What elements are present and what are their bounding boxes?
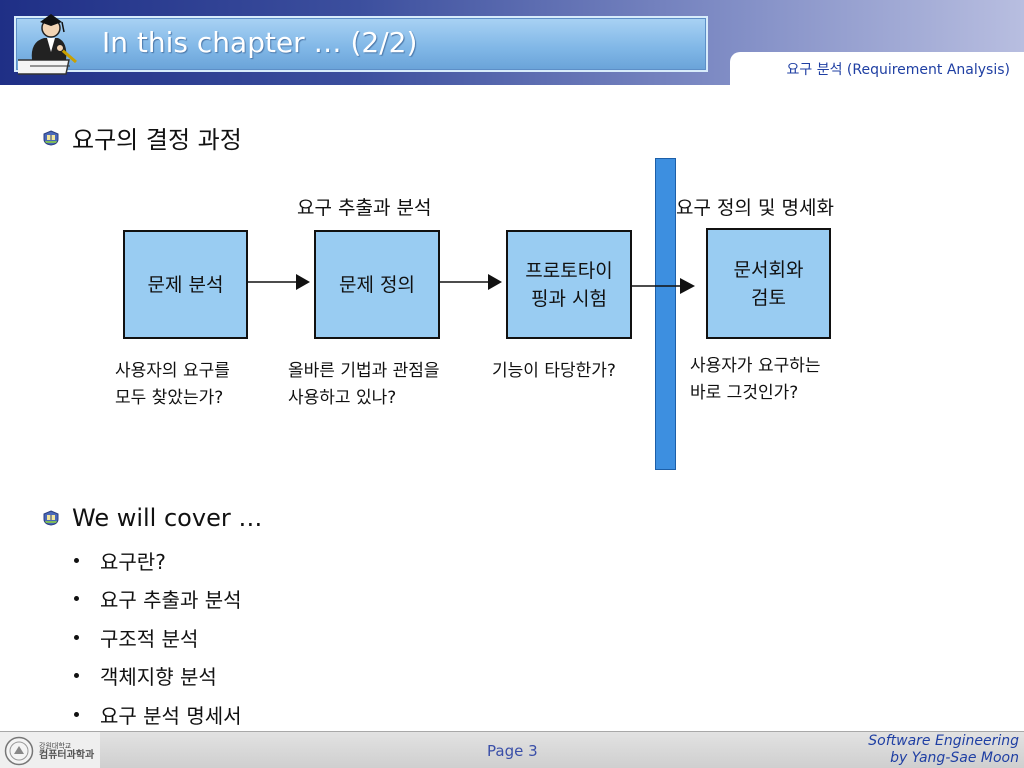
arrow-1 [248, 274, 310, 290]
note-documentation: 사용자가 요구하는 바로 그것인가? [690, 356, 821, 403]
course-title: Software Engineering [868, 733, 1019, 749]
professor-at-desk-icon [18, 14, 77, 75]
note-problem-definition: 올바른 기법과 관점을 사용하고 있나? [288, 361, 440, 408]
documentation-review-box: 문서회와 검토 [706, 228, 831, 339]
university-name: 강원대학교 [39, 741, 72, 750]
list-item-text: 구조적 분석 [100, 626, 199, 651]
page-number: Page 3 [487, 742, 538, 760]
definition-label: 요구 정의 및 명세화 [676, 197, 834, 219]
school-emblem-bullet-icon [43, 510, 59, 526]
arrow-2 [440, 274, 502, 290]
box-label: 문서회와 검토 [733, 258, 804, 309]
list-item: 요구 분석 명세서 [74, 695, 242, 734]
list-item: 요구란? [74, 541, 242, 580]
list-item-text: 요구란? [100, 549, 166, 574]
note-prototyping: 기능이 타당한가? [492, 361, 616, 381]
list-item: 구조적 분석 [74, 618, 242, 657]
section-heading-2: We will cover … [42, 504, 262, 532]
list-item-text: 객체지향 분석 [100, 665, 217, 690]
footer: 강원대학교 컴퓨터과학과 Page 3 Software Engineering… [0, 731, 1024, 768]
school-emblem-bullet-icon [43, 129, 59, 146]
chapter-tab: 요구 분석 (Requirement Analysis) [730, 52, 1024, 85]
bullet-dot-icon [74, 673, 79, 679]
section-heading-1: 요구의 결정 과정 [42, 120, 242, 155]
box-label: 프로토타이 핑과 시험 [525, 259, 613, 310]
arrow-3 [632, 278, 695, 294]
list-item: 요구 추출과 분석 [74, 580, 242, 619]
list-item: 객체지향 분석 [74, 657, 242, 696]
bullet-dot-icon [74, 711, 79, 717]
list-item-text: 요구 분석 명세서 [100, 703, 242, 728]
chapter-subtitle: 요구 분석 (Requirement Analysis) [786, 62, 1010, 78]
box-label: 문제 분석 [147, 273, 224, 296]
department-name: 강원대학교 컴퓨터과학과 [39, 741, 95, 761]
cover-topics-list: 요구란? 요구 추출과 분석 구조적 분석 객체지향 분석 요구 분석 명세서 [74, 541, 242, 734]
note-problem-analysis: 사용자의 요구를 모두 찾았는가? [115, 361, 230, 408]
course-credit: Software Engineering by Yang-Sae Moon [868, 733, 1019, 767]
extraction-label: 요구 추출과 분석 [297, 197, 432, 219]
prototyping-box: 프로토타이 핑과 시험 [506, 230, 632, 339]
box-label: 문제 정의 [339, 273, 415, 296]
author-credit: by Yang-Sae Moon [890, 750, 1019, 766]
page-title: In this chapter … (2/2) [102, 26, 418, 59]
bullet-dot-icon [74, 634, 79, 640]
problem-analysis-box: 문제 분석 [123, 230, 248, 339]
title-box: In this chapter … (2/2) [14, 14, 708, 75]
bullet-dot-icon [74, 596, 79, 602]
university-seal-icon [4, 736, 34, 765]
list-item-text: 요구 추출과 분석 [100, 588, 242, 613]
phase-divider-bar [655, 158, 676, 470]
problem-definition-box: 문제 정의 [314, 230, 440, 339]
bullet-dot-icon [74, 557, 79, 563]
section-heading-text: 요구의 결정 과정 [72, 126, 242, 154]
department-title: 컴퓨터과학과 [39, 749, 95, 761]
department-logo: 강원대학교 컴퓨터과학과 [0, 732, 100, 768]
section-heading-text: We will cover … [72, 504, 263, 532]
